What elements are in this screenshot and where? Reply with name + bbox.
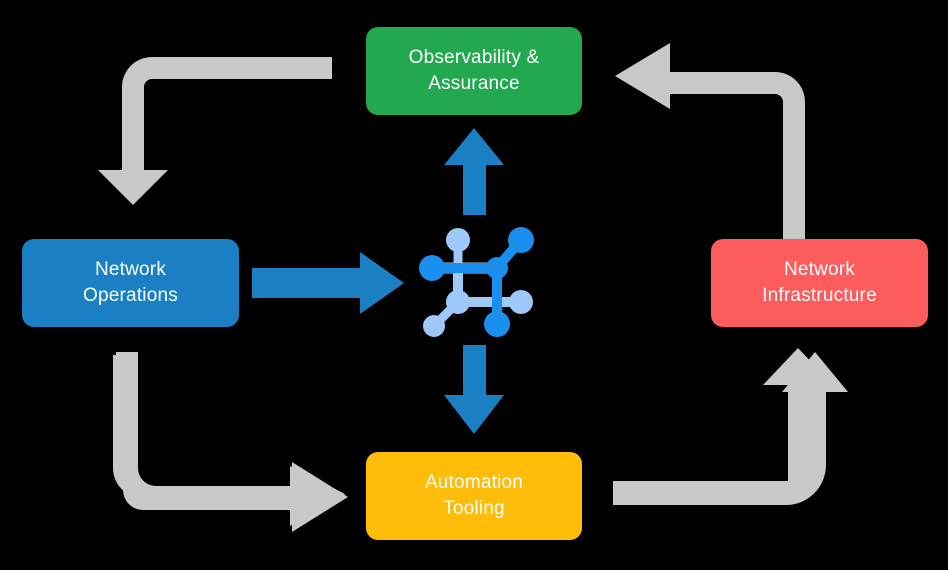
- topology-node-left: [419, 255, 445, 281]
- connector-center-to-automation[interactable]: [444, 345, 504, 434]
- topology-node-bottom-left: [423, 315, 445, 337]
- connector-infrastructure-to-observability[interactable]: [615, 43, 805, 258]
- network-topology-icon[interactable]: [419, 227, 534, 337]
- topology-node-top-right: [508, 227, 534, 253]
- topology-node-hub: [486, 257, 508, 279]
- topology-node-mid-left: [446, 290, 470, 314]
- topology-edge-dark-2: [493, 237, 524, 272]
- node-box-infrastructure[interactable]: Network Infrastructure: [711, 239, 928, 327]
- topology-node-top-left: [446, 228, 470, 252]
- topology-node-bottom: [484, 311, 510, 337]
- connector-center-to-observability[interactable]: [444, 128, 504, 215]
- connector-observability-to-operations[interactable]: [98, 57, 332, 205]
- node-box-observability[interactable]: Observability & Assurance: [366, 27, 582, 115]
- topology-edge-light-5: [432, 298, 462, 328]
- node-box-operations[interactable]: Network Operations: [22, 239, 239, 327]
- connector-operations-to-automation-body[interactable]: [112, 352, 348, 532]
- connector-operations-to-center[interactable]: [252, 252, 404, 314]
- topology-node-mid-right: [509, 290, 533, 314]
- node-box-automation[interactable]: Automation Tooling: [366, 452, 582, 540]
- connector-automation-to-infrastructure-body[interactable]: [613, 352, 848, 505]
